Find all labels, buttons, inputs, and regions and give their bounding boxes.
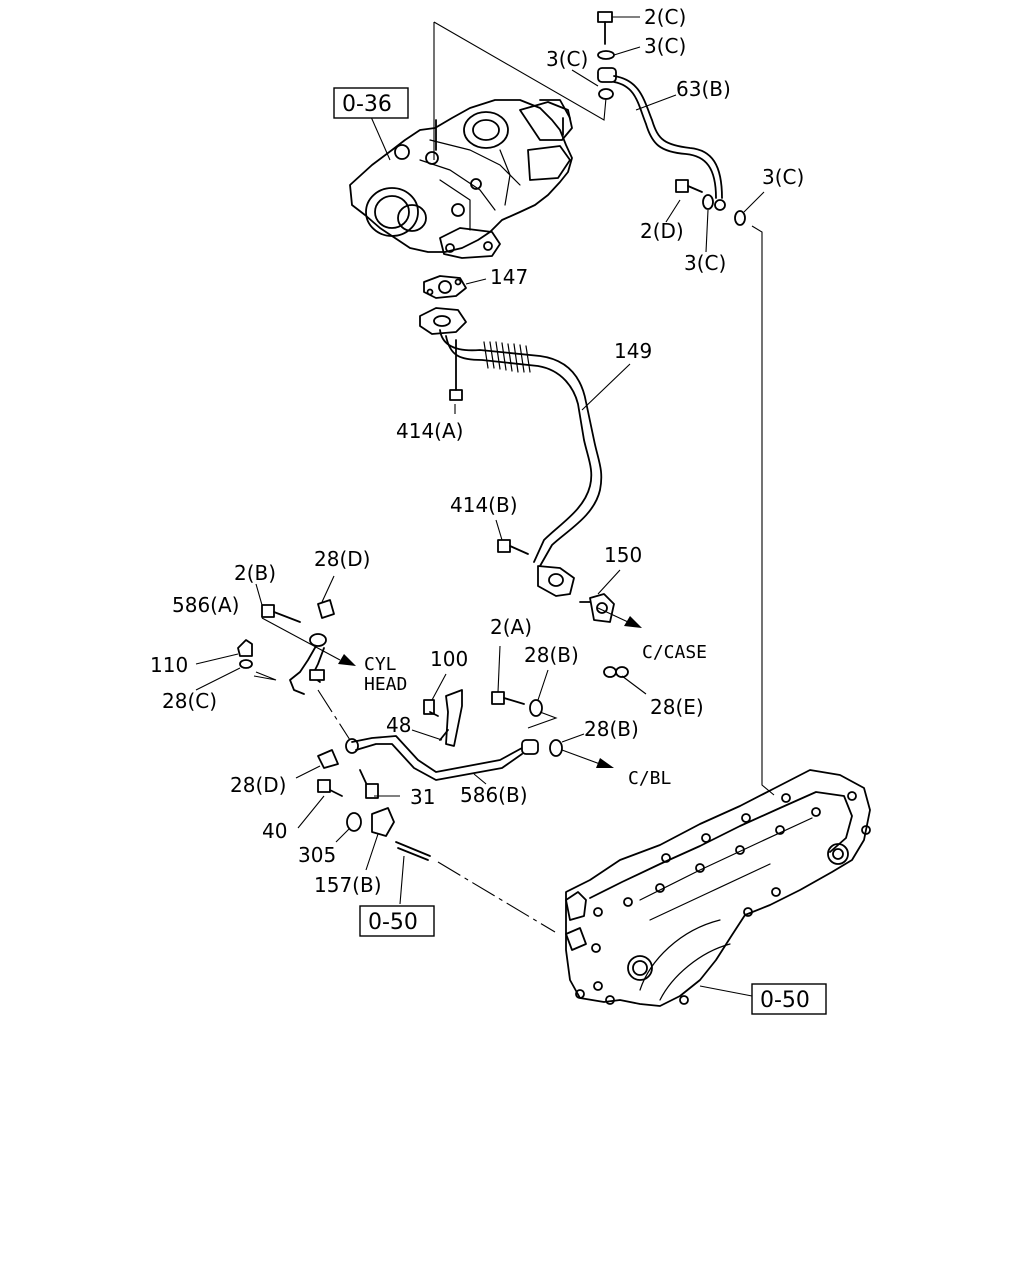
- ref-036-text: 0-36: [342, 92, 392, 117]
- clip-28e: [603, 666, 629, 678]
- label-149: 149: [614, 339, 652, 363]
- label-28d-lower: 28(D): [230, 773, 286, 797]
- label-414b: 414(B): [450, 493, 518, 517]
- label-414a: 414(A): [396, 419, 463, 443]
- label-150: 150: [604, 543, 642, 567]
- label-147: 147: [490, 265, 528, 289]
- dest-head: HEAD: [364, 674, 407, 695]
- leader-lines: [195, 16, 765, 997]
- label-28b-lower: 28(B): [584, 717, 639, 741]
- ref-box-050-left[interactable]: 0-50: [359, 905, 435, 937]
- cyl-head-arrow: [338, 654, 356, 666]
- c-bl-arrow: [596, 758, 614, 768]
- gasket-150: [579, 593, 615, 623]
- ref-box-036[interactable]: 0-36: [333, 87, 409, 119]
- label-110: 110: [150, 653, 188, 677]
- label-2b: 2(B): [234, 561, 276, 585]
- connector-157b: [317, 749, 431, 861]
- destination-labels: CYL HEAD C/CASE C/BL: [364, 642, 707, 789]
- intake-manifold: [565, 769, 871, 1007]
- label-586a: 586(A): [172, 593, 239, 617]
- dest-c-bl: C/BL: [628, 768, 672, 789]
- feed-to-manifold-line: [751, 225, 775, 796]
- label-31: 31: [410, 785, 435, 809]
- label-48: 48: [386, 713, 411, 737]
- oil-pipe-586b: [345, 689, 563, 781]
- callout-labels: 2(C) 3(C) 3(C) 63(B) 3(C) 2(D) 3(C) 147 …: [150, 5, 804, 897]
- oil-return-pipe: [419, 307, 603, 597]
- dest-c-case: C/CASE: [642, 642, 707, 663]
- turbo-oil-feed-leader: [433, 21, 607, 121]
- label-3c-lower: 3(C): [684, 251, 726, 275]
- label-2d: 2(D): [640, 219, 684, 243]
- label-40: 40: [262, 819, 287, 843]
- label-63b: 63(B): [676, 77, 731, 101]
- label-305: 305: [298, 843, 336, 867]
- label-586b: 586(B): [460, 783, 528, 807]
- label-2a: 2(A): [490, 615, 532, 639]
- label-157b: 157(B): [314, 873, 382, 897]
- ref-050-right-text: 0-50: [760, 988, 810, 1013]
- label-28b-upper: 28(B): [524, 643, 579, 667]
- label-28d-upper: 28(D): [314, 547, 370, 571]
- oil-feed-pipe: [597, 11, 746, 226]
- label-2c: 2(C): [644, 5, 686, 29]
- ref-box-050-right[interactable]: 0-50: [751, 983, 827, 1015]
- dest-cyl: CYL: [364, 654, 397, 675]
- c-case-arrow: [624, 616, 642, 628]
- label-28e: 28(E): [650, 695, 704, 719]
- gasket-147: [423, 275, 467, 299]
- turbocharger: [349, 99, 573, 259]
- label-3c-upper-left: 3(C): [546, 47, 588, 71]
- ref-050-left-text: 0-50: [368, 910, 418, 935]
- label-3c-upper-right: 3(C): [644, 34, 686, 58]
- label-3c-right: 3(C): [762, 165, 804, 189]
- label-28c: 28(C): [162, 689, 217, 713]
- reference-boxes: 0-36 0-50 0-50: [333, 87, 827, 1015]
- label-100: 100: [430, 647, 468, 671]
- oil-pipe-586a: [237, 599, 335, 695]
